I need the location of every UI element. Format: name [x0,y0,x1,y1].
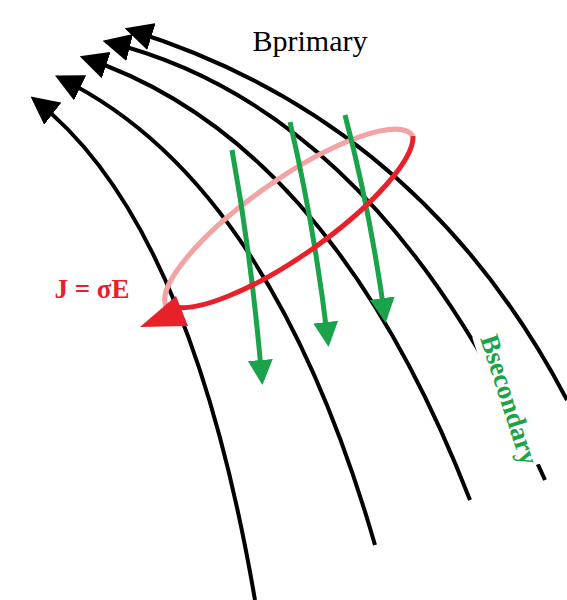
current-arrowhead [140,296,188,327]
field-label: Bsecondary [472,328,544,471]
field-line [35,100,255,600]
secondary-arrow [232,150,262,380]
field-line [85,58,470,500]
secondary-field-arrows [232,115,385,380]
current-loop-back [165,129,413,308]
field-line [108,42,545,480]
current-loop-front [172,136,413,308]
field-label: Bprimary [250,24,371,57]
primary-field-lines [35,30,567,600]
secondary-arrow [290,122,328,342]
current-label: J = σE [51,275,132,305]
